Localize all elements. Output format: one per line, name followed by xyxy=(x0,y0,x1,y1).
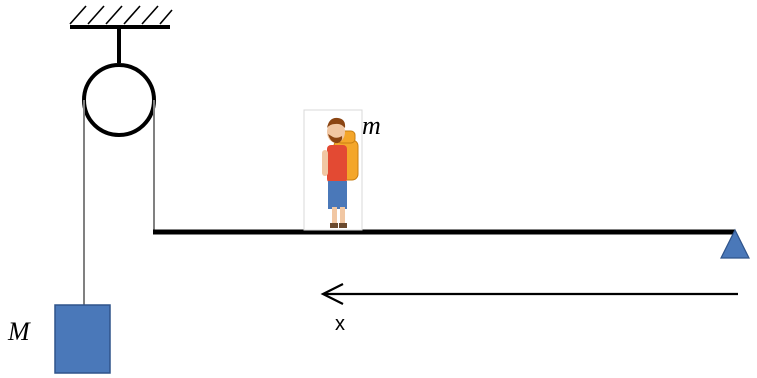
label-large-mass: M xyxy=(7,317,31,346)
mass-block-M xyxy=(54,304,111,374)
left-arrow-icon xyxy=(320,283,738,305)
ceiling-icon xyxy=(69,5,173,29)
triangle-pivot-icon xyxy=(720,228,750,259)
label-small-mass: m xyxy=(362,111,381,140)
pulley-icon xyxy=(82,63,156,137)
label-axis-x: x xyxy=(335,313,345,335)
hiker-with-backpack-icon xyxy=(303,109,363,231)
